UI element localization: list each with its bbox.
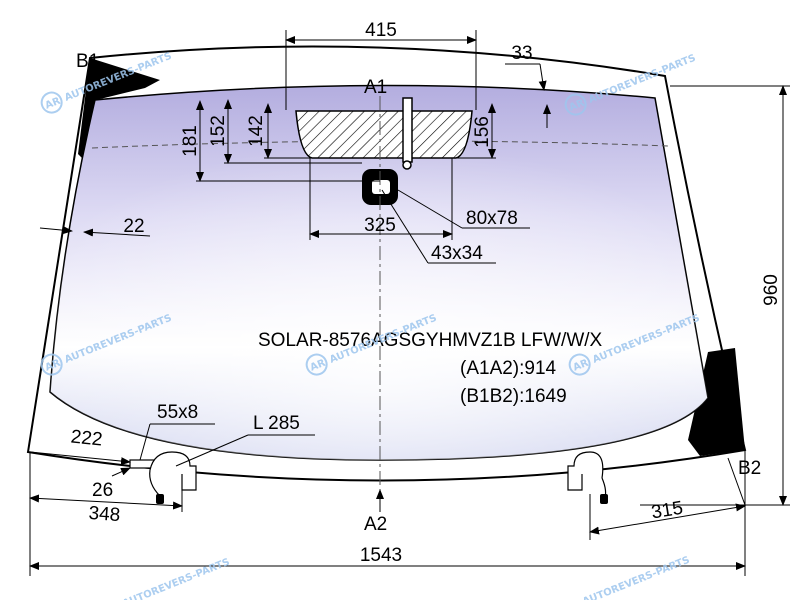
watermark-text: AUTOREVERS-PARTS: [121, 557, 231, 600]
leader-l285: [175, 434, 249, 467]
cable-plug-right: [600, 494, 608, 504]
mirror-bracket: [402, 97, 413, 163]
dim-325-label: 325: [364, 215, 396, 236]
hatched-sensor-zone: [295, 110, 473, 159]
dim-415-label: 415: [365, 20, 397, 41]
dim-26-label: 26: [92, 480, 113, 501]
product-code: SOLAR-8576AGSGYHMVZ1B LFW/W/X: [258, 330, 603, 351]
leader-43x34: [381, 189, 429, 264]
point-b1-label: B1: [76, 51, 99, 72]
watermark-logo: AR: [572, 358, 591, 374]
watermark-logo: AR: [309, 358, 328, 374]
black-band-bottom-right: [688, 348, 745, 456]
dim-line-315: [589, 503, 746, 535]
measurement-b1b2: (B1B2):1649: [460, 386, 567, 407]
dim-line-26: [111, 467, 131, 477]
watermark-logo: AR: [44, 96, 63, 112]
dim-960-label: 960: [761, 274, 782, 306]
dim-line-22: [83, 228, 151, 237]
dim-152-label: 152: [208, 115, 229, 147]
mirror-bracket-pin: [402, 160, 412, 170]
leader-80x78: [397, 189, 463, 229]
dim-181-label: 181: [180, 125, 201, 157]
dim-22-label: 22: [123, 216, 144, 237]
shade-band-line: [91, 140, 669, 149]
dim-33-label: 33: [511, 43, 532, 64]
point-b2-label: B2: [738, 458, 761, 479]
watermark-logo: AR: [44, 358, 63, 374]
cable-left: [149, 469, 161, 497]
dim-l285-label: L 285: [253, 413, 300, 434]
glass-highlight: [50, 85, 708, 461]
dim-line-22: [39, 226, 73, 235]
dim-1543-label: 1543: [360, 545, 402, 566]
watermark-7: AUTOREVERS-PARTS: [581, 555, 691, 600]
black-band-top-left: [78, 58, 160, 160]
watermark-6: AUTOREVERS-PARTS: [121, 557, 231, 600]
dim-80x78-label: 80x78: [466, 208, 518, 229]
b2-tick: [727, 457, 746, 506]
watermark-text: AUTOREVERS-PARTS: [581, 555, 691, 600]
dim-43x34-label: 43x34: [431, 243, 483, 264]
leader-33: [538, 63, 547, 91]
dim-315-label: 315: [650, 498, 685, 524]
point-a2-label: A2: [364, 514, 387, 535]
dim-line-222: [29, 451, 131, 466]
dim-156-label: 156: [472, 116, 493, 148]
sensor-window-inner: [372, 180, 390, 194]
dim-142-label: 142: [246, 115, 267, 147]
cable-plug-left: [156, 494, 164, 504]
dim-line-348: [29, 494, 183, 510]
dim-222-label: 222: [70, 426, 104, 450]
connector-right: [567, 451, 604, 491]
point-a1-label: A1: [364, 77, 387, 98]
watermark-logo: AR: [568, 98, 587, 114]
dim-55x8-label: 55x8: [157, 402, 198, 423]
leader-55x8: [139, 423, 151, 461]
connector-left: [149, 451, 197, 491]
measurement-a1a2: (A1A2):914: [460, 358, 557, 379]
dim-348-label: 348: [88, 503, 121, 526]
